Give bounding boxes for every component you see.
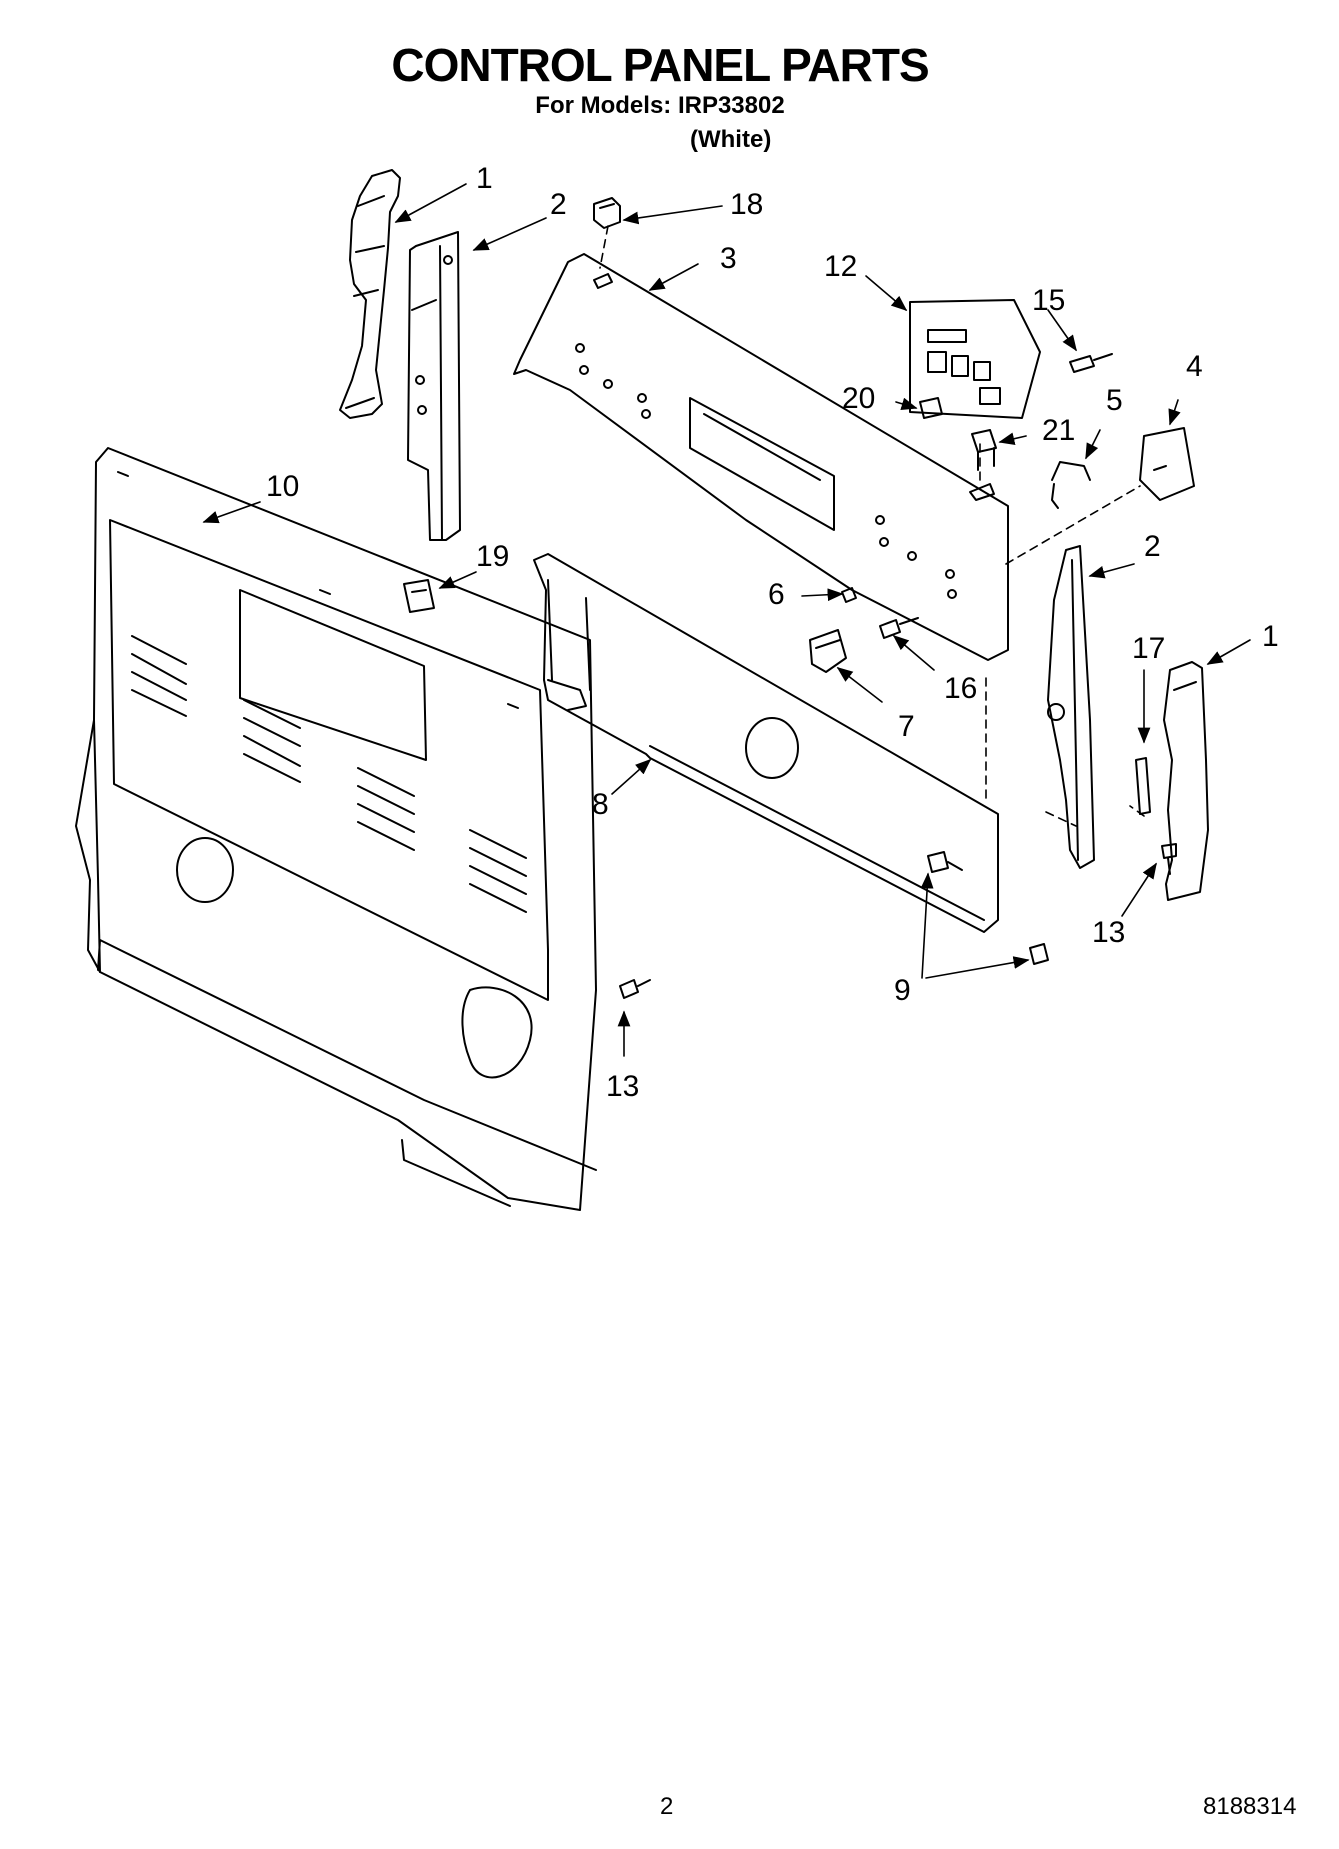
screw-side-part [1161, 843, 1177, 875]
electronic-display-part [909, 299, 1041, 419]
callout-17: 17 [1132, 632, 1165, 665]
callout-12: 12 [824, 250, 857, 283]
callout-2-right: 2 [1144, 530, 1161, 563]
control-panel-part [513, 253, 1009, 661]
callout-20: 20 [842, 382, 875, 415]
wire-harness-part [1051, 461, 1091, 509]
knob-part [809, 629, 847, 673]
terminal-block-part [1139, 427, 1195, 501]
callout-10: 10 [266, 470, 299, 503]
callout-1-right: 1 [1262, 620, 1279, 653]
side-trim-left-part [339, 169, 401, 419]
callout-5: 5 [1106, 384, 1123, 417]
document-number: 8188314 [1203, 1793, 1297, 1820]
side-bracket-left-part [407, 231, 461, 541]
callout-21: 21 [1042, 414, 1075, 447]
callout-13-right: 13 [1092, 916, 1125, 949]
back-panel-part [75, 447, 597, 1211]
models-line: For Models: IRP33802 [535, 92, 785, 119]
callout-7: 7 [898, 710, 915, 743]
mount-clip-part [971, 429, 997, 471]
side-bracket-right-part [1047, 545, 1095, 869]
screw-bottom-part [619, 979, 651, 999]
screw-top-right-part [1069, 353, 1113, 373]
callout-1-top: 1 [476, 162, 493, 195]
clip-part [919, 397, 943, 419]
callout-13-bottom: 13 [606, 1070, 639, 1103]
callout-15: 15 [1032, 284, 1065, 317]
leader-arrows [202, 183, 1251, 1057]
callout-3: 3 [720, 242, 737, 275]
lower-panel-part [533, 553, 999, 933]
callout-9: 9 [894, 974, 911, 1007]
small-clip-part [403, 579, 435, 613]
callout-6: 6 [768, 578, 785, 611]
screw-lower-part [927, 851, 1049, 965]
screw-panel-part [879, 617, 919, 639]
page-number: 2 [660, 1793, 674, 1820]
side-trim-right-part [1163, 661, 1209, 901]
screw-small-part [841, 587, 857, 603]
callout-18: 18 [730, 188, 763, 221]
retainer-clip-part [1135, 757, 1151, 815]
callout-8: 8 [592, 788, 609, 821]
callout-19: 19 [476, 540, 509, 573]
page-title: CONTROL PANEL PARTS [391, 39, 929, 91]
callout-2-top: 2 [550, 188, 567, 221]
alignment-lines [599, 225, 1145, 827]
callout-16: 16 [944, 672, 977, 705]
switch-part [593, 197, 621, 229]
callout-4: 4 [1186, 350, 1203, 383]
color-variant: (White) [690, 126, 772, 153]
